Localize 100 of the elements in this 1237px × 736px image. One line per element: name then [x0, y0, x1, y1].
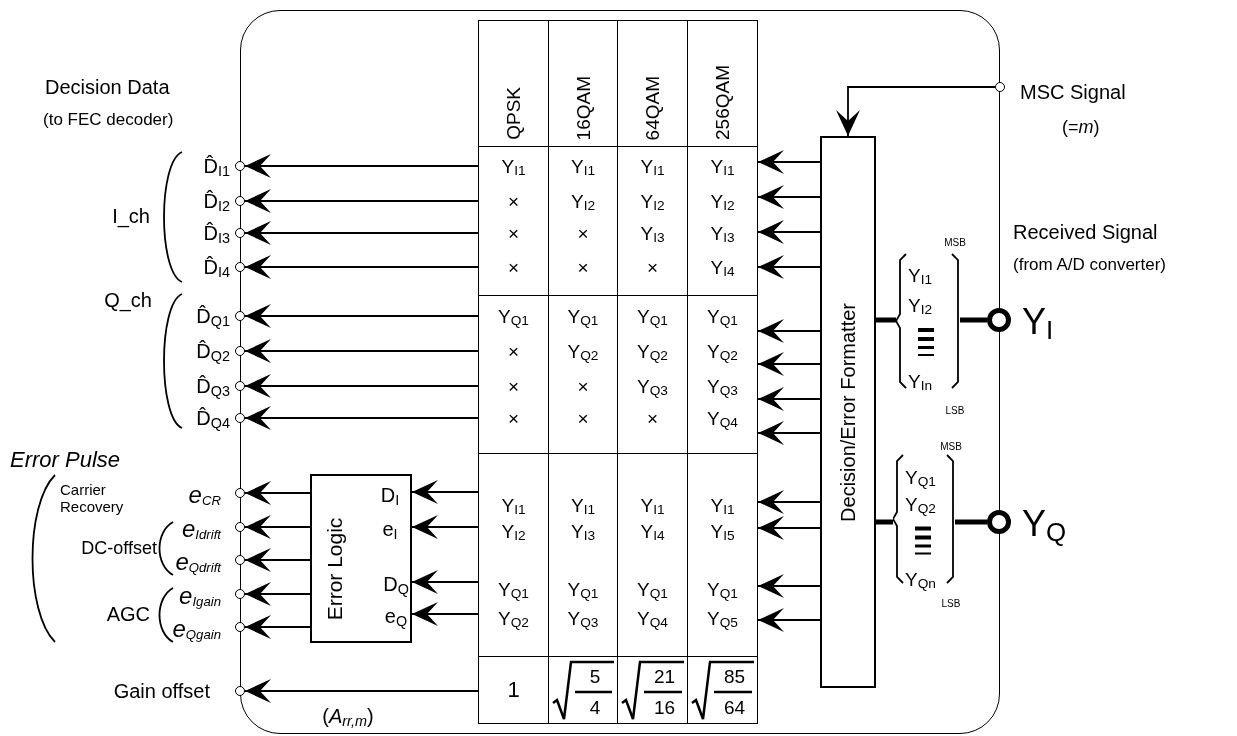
table-entry: Y$_{I2}$	[710, 191, 735, 213]
gain-value: 85	[723, 666, 746, 688]
terminal-circle	[235, 346, 245, 356]
port-label: MSC Signal	[1020, 81, 1126, 103]
bit-order-label: LSB	[941, 597, 961, 609]
arrow	[757, 421, 821, 445]
arrow	[757, 352, 821, 376]
table-entry: ×	[507, 376, 520, 398]
annotation-label: Error Pulse	[10, 447, 121, 473]
port-label: D̂$_{Q4}$	[196, 407, 230, 429]
port-label: e$_{Igain}$	[179, 582, 221, 610]
table-cell	[478, 656, 549, 724]
column-heading: 16QAM	[573, 75, 593, 140]
table-entry: Y$_{I4}$	[640, 521, 665, 543]
bit-name: Y$_{Q1}$	[905, 467, 936, 489]
arrow	[244, 189, 479, 213]
table-header-cell	[687, 20, 758, 147]
arrow	[757, 255, 821, 279]
annotation-label: Carrier Recovery	[60, 481, 125, 515]
table-entry: Y$_{Q1}$	[567, 306, 599, 328]
arrow	[411, 480, 479, 504]
column-heading: 256QAM	[713, 65, 732, 140]
terminal-circle	[235, 413, 245, 423]
table-entry: Y$_{I3}$	[710, 223, 735, 245]
terminal-circle	[235, 262, 245, 272]
arrow	[244, 406, 479, 430]
table-entry: Y$_{Q1}$	[707, 579, 738, 601]
gain-value: 21	[653, 666, 676, 688]
table-entry: Y$_{I1}$	[710, 495, 735, 517]
error-logic-block	[310, 474, 412, 643]
arrow	[757, 220, 821, 244]
table-entry: ×	[577, 408, 589, 430]
column-heading: QPSK	[504, 87, 523, 140]
terminal-circle	[235, 589, 245, 599]
port-name: e$_{I}$	[382, 518, 398, 540]
terminal-circle	[995, 82, 1005, 92]
terminal-circle	[235, 228, 245, 238]
gain-value: 16	[653, 697, 676, 719]
table-entry: Y$_{Q2}$	[498, 608, 529, 630]
table-entry: ×	[507, 408, 520, 430]
arrow	[757, 608, 821, 632]
connector-line	[876, 317, 896, 323]
port-label: Y$_{Q}$	[1022, 504, 1067, 544]
port-label: Gain offset	[113, 680, 210, 702]
bit-order-label: MSB	[940, 440, 962, 452]
port-label: D̂$_{I3}$	[203, 222, 230, 244]
terminal-circle	[987, 510, 1011, 534]
terminal-circle	[235, 196, 245, 206]
bit-name: Y$_{I1}$	[908, 265, 933, 287]
bit-bracket	[896, 252, 960, 390]
port-label: D̂$_{I1}$	[203, 155, 230, 177]
arrow	[244, 374, 479, 398]
port-label: e$_{Qgain}$	[172, 615, 221, 643]
arrow	[757, 574, 821, 598]
annotation-label: I_ch	[112, 205, 150, 227]
annotation-label: Received Signal	[1013, 221, 1158, 243]
table-entry: Y$_{Q1}$	[498, 306, 529, 328]
table-entry: Y$_{Q1}$	[567, 579, 599, 601]
arrow	[411, 570, 479, 594]
arrow	[244, 481, 311, 505]
table-entry: Y$_{Q1}$	[498, 579, 529, 601]
table-entry: Y$_{Q1}$	[637, 579, 668, 601]
port-label: D̂$_{Q3}$	[196, 375, 230, 397]
gain-value: 4	[589, 697, 601, 719]
gain-value: 64	[723, 697, 746, 719]
table-entry: ×	[507, 191, 520, 213]
port-label: (=m)	[1062, 118, 1100, 138]
annotation-label: DC-offset	[81, 539, 157, 559]
annotation-label: Decision Data	[45, 76, 170, 98]
port-name: D$_{I}$	[380, 484, 400, 506]
table-entry: Y$_{I5}$	[710, 521, 735, 543]
column-heading: 64QAM	[643, 75, 662, 140]
arrow	[244, 339, 479, 363]
port-label: D̂$_{I2}$	[203, 190, 230, 212]
port-name: D$_{Q}$	[383, 573, 409, 595]
arrow	[757, 516, 821, 540]
block-title: Error Logic	[323, 517, 345, 621]
block-title: Decision/Error Formatter	[838, 302, 858, 522]
arrow	[757, 185, 821, 209]
arrow	[757, 150, 821, 174]
table-entry: Y$_{Q2}$	[637, 341, 668, 363]
arrow	[244, 221, 479, 245]
port-label: e$_{Qdrift}$	[175, 548, 221, 576]
arrow	[244, 304, 479, 328]
table-entry: Y$_{I1}$	[501, 495, 526, 517]
bit-name: Y$_{Qn}$	[905, 569, 936, 591]
table-entry: ×	[646, 408, 659, 430]
table-entry: ×	[577, 257, 589, 279]
arrow	[836, 86, 996, 137]
arrow	[244, 154, 479, 178]
port-name: e$_{Q}$	[384, 605, 408, 627]
arrow	[244, 548, 311, 572]
bit-name: Y$_{I2}$	[908, 295, 933, 317]
arrow	[244, 679, 479, 703]
port-label: e$_{Idrift}$	[182, 515, 221, 543]
port-label: e$_{CR}$	[188, 481, 221, 509]
table-header-cell	[478, 20, 549, 147]
table-entry: ×	[507, 257, 520, 279]
receiver-block	[240, 10, 1000, 734]
table-entry: ×	[507, 341, 520, 363]
